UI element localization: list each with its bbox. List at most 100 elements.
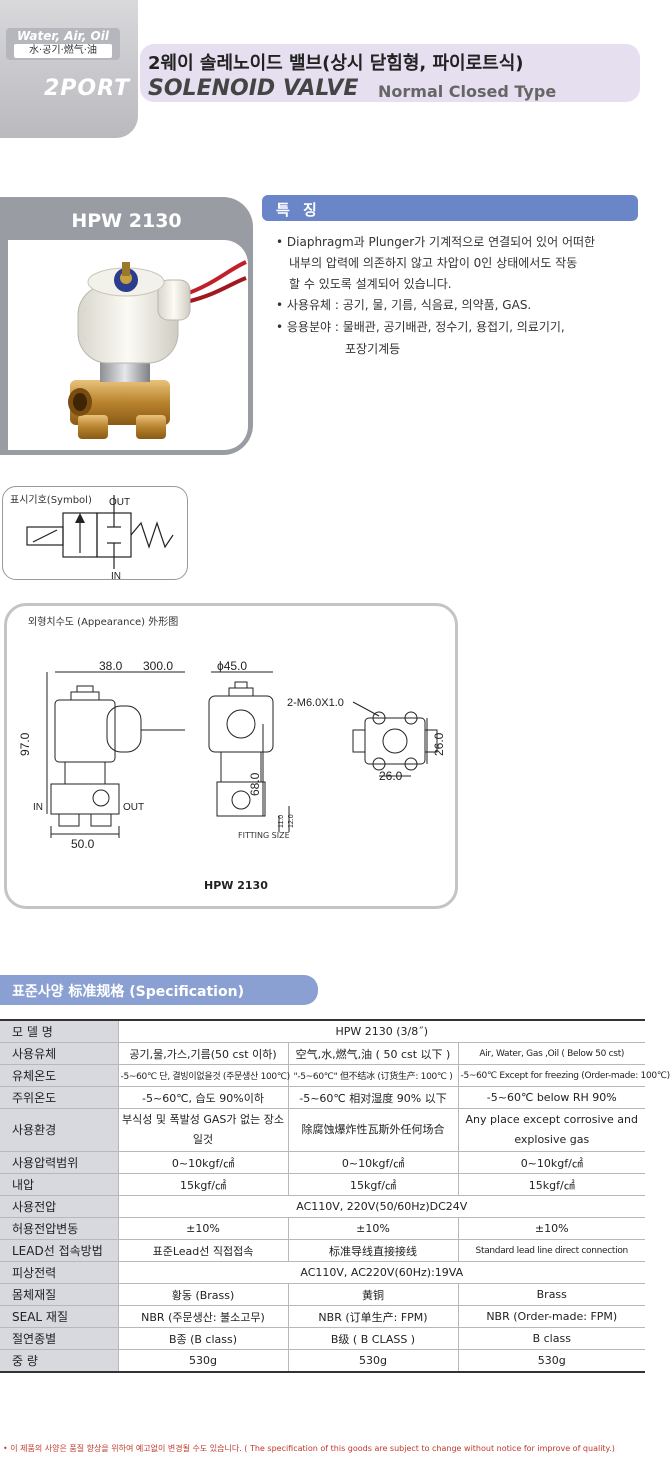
spec-value-kr: 15kgf/㎠ [117, 1173, 288, 1196]
symbol-in-label: IN [111, 571, 121, 582]
spec-label: LEAD선 접속방법 [0, 1239, 118, 1262]
header-band [140, 44, 640, 102]
spec-label: 허용전압변동 [0, 1217, 118, 1240]
symbol-title: 표시기호(Symbol) [10, 495, 92, 506]
dim-300: 300.0 [143, 659, 173, 673]
spec-value-en: Air, Water, Gas ,Oil ( Below 50 cst) [457, 1042, 646, 1065]
spec-value-cn: 15kgf/㎠ [287, 1173, 458, 1196]
badge-line2: 水·공기·燃气·油 [14, 44, 112, 58]
dim-38: 38.0 [99, 659, 123, 673]
header-tab [0, 0, 138, 138]
spec-label: 내압 [0, 1173, 118, 1196]
spec-value-en: 0~10kgf/㎠ [457, 1151, 646, 1174]
dim-50: 50.0 [71, 837, 95, 851]
spec-value-en: B class [457, 1327, 646, 1350]
table-row: 모 델 명 HPW 2130 (3/8˝) [0, 1019, 646, 1043]
table-row: LEAD선 접속방법 표준Lead선 직접접속 标准导线直接接线 Standar… [0, 1239, 646, 1262]
feature-line: 포장기계등 [345, 342, 401, 356]
spec-value-en: Standard lead line direct connection [457, 1239, 646, 1262]
table-row: 사용압력범위 0~10kgf/㎠ 0~10kgf/㎠ 0~10kgf/㎠ [0, 1151, 646, 1174]
table-row: SEAL 재질 NBR (주문생산: 불소고무) NBR (订单生产: FPM)… [0, 1305, 646, 1328]
spec-value-kr: 0~10kgf/㎠ [117, 1151, 288, 1174]
symbol-out-label: OUT [109, 497, 130, 508]
spec-value-cn: -5~60℃ 相对湿度 90% 以下 [287, 1086, 458, 1109]
dim-m6: 2-M6.0X1.0 [287, 697, 344, 709]
spec-value-en: NBR (Order-made: FPM) [457, 1305, 646, 1328]
table-row: 사용환경 부식성 및 폭발성 GAS가 없는 장소일것 除腐蚀爆炸性瓦斯外任何场… [0, 1108, 646, 1152]
table-row: 절연종별 B종 (B class) B级 ( B CLASS ) B class [0, 1327, 646, 1350]
feature-line: • 사용유체 : 공기, 물, 기름, 식음료, 의약품, GAS. [276, 298, 532, 312]
title-normal-closed: Normal Closed Type [378, 82, 557, 101]
fitting-size-label: FITTING SIZE [238, 831, 290, 840]
spec-value-cn: ±10% [287, 1217, 458, 1240]
feature-line: • 응용분야 : 물배관, 공기배관, 정수기, 용접기, 의료기기, [276, 320, 565, 334]
port-out-label: OUT [123, 802, 144, 813]
product-model: HPW 2130 [71, 210, 182, 232]
table-row: 중 량 530g 530g 530g [0, 1349, 646, 1373]
spec-value-cn: 黄铜 [287, 1283, 458, 1306]
product-photo [8, 240, 248, 450]
spec-value: HPW 2130 (3/8˝) [117, 1019, 646, 1043]
spec-value-kr: 공기,물,가스,기름(50 cst 이하) [117, 1042, 288, 1065]
dim-12: 12.0 [288, 814, 295, 828]
appearance-model: HPW 2130 [204, 879, 268, 892]
spec-value-en: ±10% [457, 1217, 646, 1240]
spec-value-en: -5~60℃ below RH 90% [457, 1086, 646, 1109]
table-row: 사용유체 공기,물,가스,기름(50 cst 이하) 空气,水,燃气,油 ( 5… [0, 1042, 646, 1065]
spec-value-cn: 除腐蚀爆炸性瓦斯外任何场合 [287, 1108, 458, 1152]
dimension-drawing: 38.0 300.0 ϕ45.0 97.0 68.0 50.0 2-M6.0X1… [18, 659, 446, 851]
table-row: 허용전압변동 ±10% ±10% ±10% [0, 1217, 646, 1240]
spec-value-en: Any place except corrosive and explosive… [457, 1108, 646, 1152]
appearance-panel: 38.0 300.0 ϕ45.0 97.0 68.0 50.0 2-M6.0X1… [4, 603, 458, 909]
spec-header-bar [0, 975, 318, 1005]
spec-value-cn: NBR (订单生产: FPM) [287, 1305, 458, 1328]
spec-value-cn: 空气,水,燃气,油 ( 50 cst 以下 ) [287, 1042, 458, 1065]
table-row: 유체온도 -5~60℃ 단, 결빙이없을것 (주문생산 100℃) "-5~60… [0, 1064, 670, 1087]
appearance-title: 외형치수도 (Appearance) 外形图 [28, 617, 179, 628]
spec-label: 모 델 명 [0, 1019, 118, 1043]
spec-label: 사용전압 [0, 1195, 118, 1218]
title-solenoid-valve: SOLENOID VALVE [148, 76, 359, 101]
spec-value-kr: -5~60℃, 습도 90%이하 [117, 1086, 288, 1109]
spec-table: 모 델 명 HPW 2130 (3/8˝) 사용유체 공기,물,가스,기름(50… [0, 1019, 670, 1373]
footnote: • 이 제품의 사양은 품질 향상을 위하여 예고없이 변경될 수도 있습니다.… [3, 1444, 615, 1453]
spec-label: 주위온도 [0, 1086, 118, 1109]
feature-line: 할 수 있도록 설계되어 있습니다. [289, 277, 452, 291]
spec-label: 사용환경 [0, 1108, 118, 1152]
spec-label: 피상전력 [0, 1261, 118, 1284]
spec-value-en: -5~60℃ Except for freezing (Order-made: … [457, 1064, 670, 1087]
features-header-bar [262, 195, 638, 221]
spec-value-cn: B级 ( B CLASS ) [287, 1327, 458, 1350]
spec-label: 사용유체 [0, 1042, 118, 1065]
spec-label: 사용압력범위 [0, 1151, 118, 1174]
valve-symbol-diagram: OUT IN [26, 495, 174, 582]
spec-value-en: Brass [457, 1283, 646, 1306]
dim-97: 97.0 [18, 732, 32, 756]
spec-value-kr: NBR (주문생산: 불소고무) [117, 1305, 288, 1328]
spec-value-cn: 0~10kgf/㎠ [287, 1151, 458, 1174]
dim-68: 68.0 [248, 772, 262, 796]
spec-label: 유체온도 [0, 1064, 118, 1087]
spec-title: 표준사양 标准规格 (Specification) [12, 984, 244, 1000]
spec-value-kr: 530g [117, 1349, 288, 1373]
badge-line1: Water, Air, Oil [16, 29, 109, 43]
spec-value-kr: 황동 (Brass) [117, 1283, 288, 1306]
spec-value-kr: -5~60℃ 단, 결빙이없을것 (주문생산 100℃) [117, 1064, 290, 1087]
dim-45: ϕ45.0 [217, 659, 247, 673]
dim-26-horizontal: 26.0 [379, 769, 403, 783]
spec-value-kr: B종 (B class) [117, 1327, 288, 1350]
spec-label: 몸체재질 [0, 1283, 118, 1306]
port-in-label: IN [33, 802, 43, 813]
feature-line: 내부의 압력에 의존하지 않고 차압이 0인 상태에서도 작동 [289, 256, 578, 270]
spec-value: AC110V, 220V(50/60Hz)DC24V [117, 1195, 646, 1218]
spec-value-cn: 530g [287, 1349, 458, 1373]
dim-26-vertical: 26.0 [432, 732, 446, 756]
spec-label: 절연종별 [0, 1327, 118, 1350]
table-row: 몸체재질 황동 (Brass) 黄铜 Brass [0, 1283, 646, 1306]
table-row: 내압 15kgf/㎠ 15kgf/㎠ 15kgf/㎠ [0, 1173, 646, 1196]
spec-value-cn: "-5~60℃" 但不结冰 (订货生产: 100℃ ) [287, 1064, 458, 1087]
fluid-badge: Water, Air, Oil 水·공기·燃气·油 [6, 28, 120, 60]
spec-value-en: 530g [457, 1349, 646, 1373]
spec-value-cn: 标准导线直接接线 [287, 1239, 458, 1262]
features-title: 특 징 [276, 201, 321, 219]
